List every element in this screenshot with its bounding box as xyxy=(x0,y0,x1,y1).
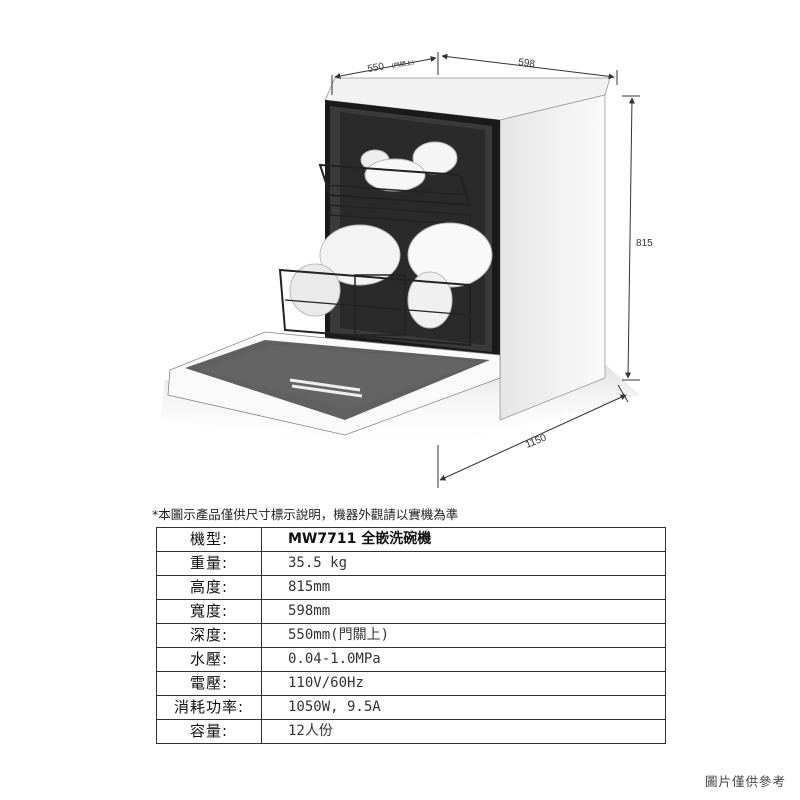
table-row: 重量: 35.5 kg xyxy=(156,551,666,576)
spec-key: 高度: xyxy=(156,575,262,600)
spec-value: 35.5 kg xyxy=(261,551,666,576)
spec-key: 水壓: xyxy=(156,647,262,672)
spec-key: 容量: xyxy=(156,719,262,744)
spec-value: 598mm xyxy=(261,599,666,624)
table-row: 電壓: 110V/60Hz xyxy=(156,671,666,696)
spec-key: 電壓: xyxy=(156,671,262,696)
table-row: 寬度: 598mm xyxy=(156,599,666,624)
table-row: 水壓: 0.04-1.0MPa xyxy=(156,647,666,672)
table-row: 高度: 815mm xyxy=(156,575,666,600)
width-dimension-label: 598 xyxy=(518,57,536,70)
open-depth-dimension-label: 1150 xyxy=(524,432,548,450)
spec-value: 12人份 xyxy=(261,719,666,744)
table-row: 容量: 12人份 xyxy=(156,719,666,744)
depth-dimension-note: (門關上) xyxy=(391,58,415,70)
table-row: 深度: 550mm(門關上) xyxy=(156,623,666,648)
spec-value: 815mm xyxy=(261,575,666,600)
spec-value: 110V/60Hz xyxy=(261,671,666,696)
spec-key: 寬度: xyxy=(156,599,262,624)
open-door xyxy=(167,331,501,436)
depth-dimension-label: 550 xyxy=(367,61,386,75)
reference-note: 圖片僅供參考 xyxy=(704,774,786,789)
height-dimension-label: 815 xyxy=(636,238,653,249)
spec-value: 550mm(門關上) xyxy=(261,623,666,648)
spec-value: MW7711 全嵌洗碗機 xyxy=(261,527,666,552)
spec-key: 消耗功率: xyxy=(156,695,262,720)
spec-key: 機型: xyxy=(156,527,262,552)
dimension-lines xyxy=(331,52,640,488)
upper-rack xyxy=(318,141,472,226)
spec-value: 1050W, 9.5A xyxy=(261,695,666,720)
disclaimer-text: *本圖示產品僅供尺寸標示說明，機器外觀請以實機為準 xyxy=(152,507,459,522)
table-row: 消耗功率: 1050W, 9.5A xyxy=(156,695,666,720)
dishwasher-diagram: 550 (門關上) 598 815 1150 xyxy=(160,52,653,488)
table-row: 機型: MW7711 全嵌洗碗機 xyxy=(156,527,666,552)
spec-value: 0.04-1.0MPa xyxy=(261,647,666,672)
spec-key: 重量: xyxy=(156,551,262,576)
spec-key: 深度: xyxy=(156,623,262,648)
lower-rack xyxy=(278,222,493,347)
spec-table: 機型: MW7711 全嵌洗碗機 重量: 35.5 kg 高度: 815mm 寬… xyxy=(156,527,666,744)
